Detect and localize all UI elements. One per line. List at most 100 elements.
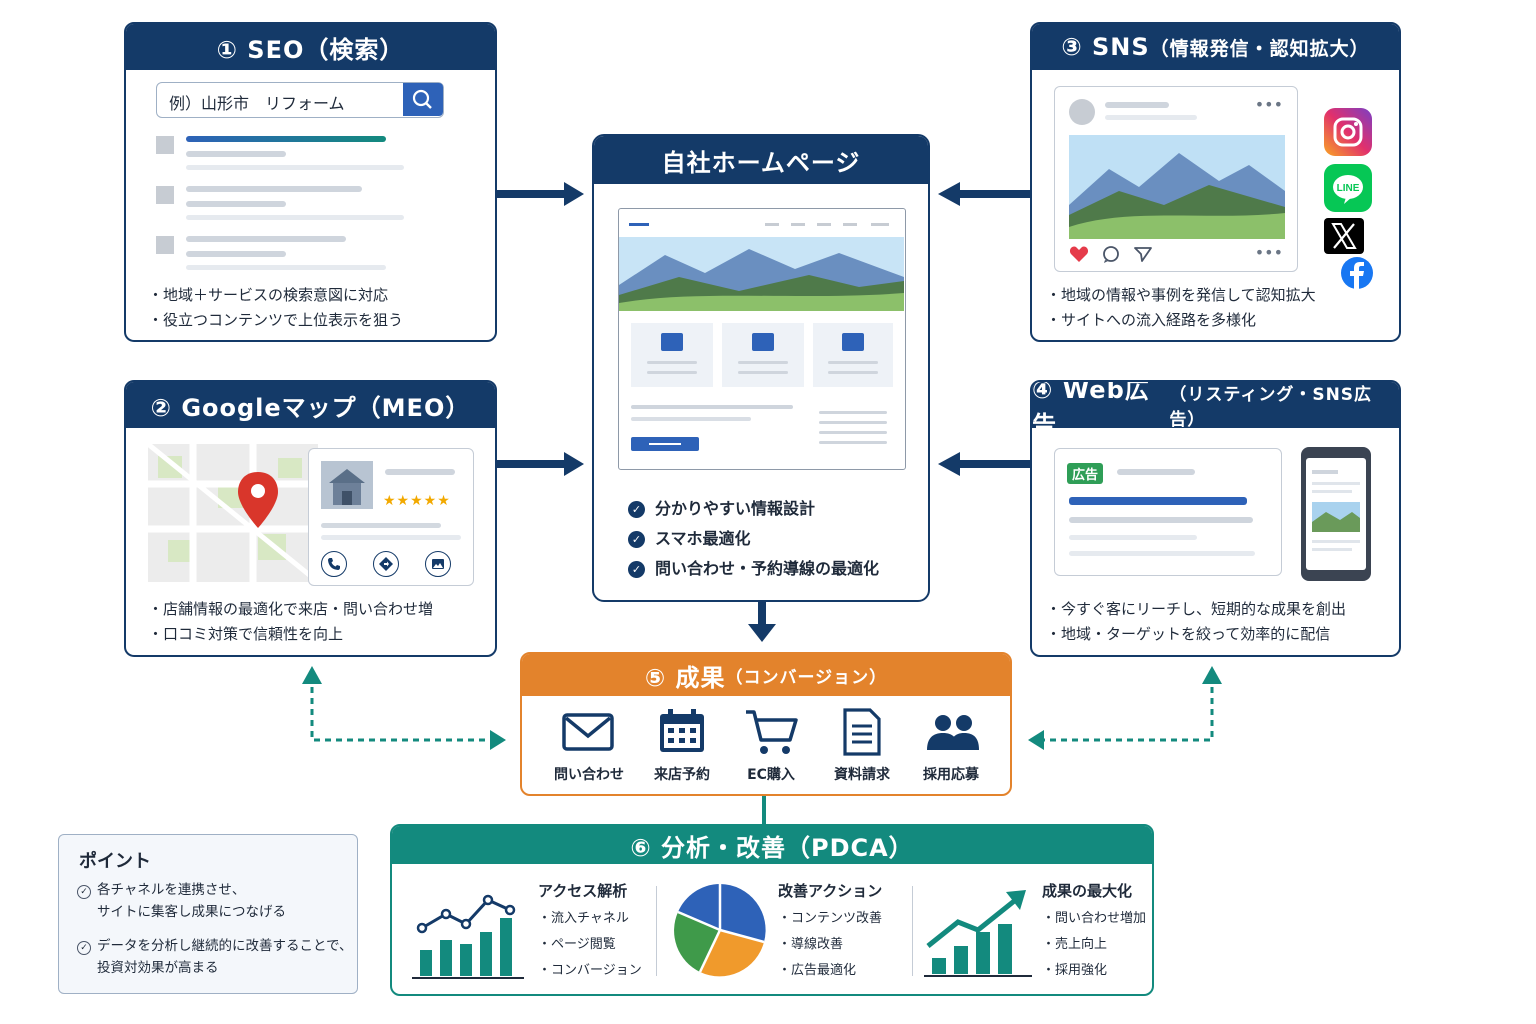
conversion-title-main: ⑤ 成果 — [644, 663, 726, 692]
check-icon: ✓ — [628, 501, 645, 518]
ads-title-main: ④ Web広告 — [1032, 380, 1150, 439]
feature-line — [828, 371, 878, 374]
feature-icon — [842, 333, 864, 351]
ads-title: ④ Web広告 （リスティング・SNS広告） — [1032, 382, 1399, 439]
instagram-icon[interactable] — [1324, 108, 1372, 156]
pdca-col-list: 問い合わせ増加 売上向上 採用強化 — [1042, 906, 1146, 984]
result-thumb — [156, 186, 174, 204]
homepage-check-item: ✓問い合わせ・予約導線の最適化 — [628, 554, 879, 584]
feature-icon — [752, 333, 774, 351]
site-nav-bar — [871, 223, 889, 226]
point-box: ポイント ✓各チャネルを連携させ、 サイトに集客し成果につなげる ✓データを分析… — [58, 834, 358, 994]
point-item: ✓データを分析し継続的に改善することで、 投資対効果が高まる — [77, 935, 353, 979]
more-icon[interactable]: ••• — [1254, 95, 1283, 114]
phone-icon — [328, 558, 340, 570]
result-line — [186, 201, 286, 207]
result-thumb — [156, 236, 174, 254]
meo-bullets: 店舗情報の最適化で来店・問い合わせ増 口コミ対策で信頼性を向上 — [148, 597, 433, 647]
post-name-bar — [1105, 102, 1169, 108]
search-icon — [412, 89, 432, 109]
meo-bullet: 口コミ対策で信頼性を向上 — [148, 622, 433, 647]
site-cta-button[interactable] — [631, 437, 699, 451]
pdca-item: 売上向上 — [1042, 932, 1146, 958]
seo-bullet: 役立つコンテンツで上位表示を狙う — [148, 308, 403, 333]
meo-title: ② Googleマップ（MEO） — [126, 382, 495, 428]
search-input[interactable]: 例）山形市 リフォーム — [169, 94, 345, 113]
site-text-line — [631, 405, 793, 409]
business-card: ★★★★★ — [308, 448, 474, 586]
share-icon[interactable] — [1133, 245, 1153, 263]
comment-icon[interactable] — [1101, 245, 1121, 263]
ads-bullets: 今すぐ客にリーチし、短期的な成果を創出 地域・ターゲットを絞って効率的に配信 — [1046, 597, 1346, 647]
ads-bullet: 今すぐ客にリーチし、短期的な成果を創出 — [1046, 597, 1346, 622]
pdca-col-list: 流入チャネル ページ閲覧 コンバージョン — [538, 906, 642, 984]
facebook-icon[interactable] — [1340, 256, 1374, 290]
result-line — [186, 151, 286, 157]
cart-icon — [746, 710, 798, 754]
image-icon — [432, 559, 444, 569]
calendar-icon — [660, 709, 704, 752]
site-feature-card — [722, 323, 804, 387]
pdca-item: 導線改善 — [778, 932, 882, 958]
more-icon[interactable]: ••• — [1254, 243, 1283, 262]
meo-panel: ② Googleマップ（MEO） ★★★★★ — [124, 380, 497, 657]
seo-panel: ① SEO（検索） 例）山形市 リフォーム 地域＋サービスの検索意図に対応 役立… — [124, 22, 497, 342]
meo-bullet: 店舗情報の最適化で来店・問い合わせ増 — [148, 597, 433, 622]
analytics-chart-icon — [412, 894, 524, 979]
site-feature-card — [631, 323, 713, 387]
directions-icon — [379, 557, 393, 571]
photos-button[interactable] — [425, 551, 451, 577]
sns-title-sub: （情報発信・認知拡大） — [1149, 37, 1370, 60]
conversion-label-document: 資料請求 — [834, 767, 890, 783]
conversion-label-ec: EC購入 — [747, 767, 795, 783]
ad-url-bar — [1117, 469, 1195, 475]
feature-line — [647, 371, 697, 374]
pdca-divider — [912, 886, 913, 976]
sns-title: ③ SNS （情報発信・認知拡大） — [1032, 24, 1399, 70]
conversion-label-inquiry: 問い合わせ — [554, 767, 624, 783]
store-icon — [321, 461, 373, 509]
svg-text:LINE: LINE — [1337, 183, 1360, 194]
ad-listing-card[interactable]: 広告 — [1054, 448, 1282, 576]
site-nav-bar — [817, 223, 831, 226]
site-hero-image — [619, 237, 904, 311]
website-mockup — [618, 208, 906, 470]
ads-panel: ④ Web広告 （リスティング・SNS広告） 広告 今すぐ客にリーチし、短期的な… — [1030, 380, 1401, 657]
sns-bullet: サイトへの流入経路を多様化 — [1046, 308, 1316, 333]
homepage-checklist: ✓分かりやすい情報設計 ✓スマホ最適化 ✓問い合わせ・予約導線の最適化 — [628, 494, 879, 584]
conversion-title: ⑤ 成果 （コンバージョン） — [522, 654, 1010, 696]
search-button[interactable] — [403, 83, 443, 116]
feature-line — [828, 361, 878, 364]
feature-line — [738, 361, 788, 364]
line-icon[interactable]: LINE — [1324, 164, 1372, 212]
conversion-title-sub: （コンバージョン） — [725, 667, 888, 688]
heart-icon[interactable] — [1069, 245, 1089, 263]
ads-title-sub: （リスティング・SNS広告） — [1169, 385, 1373, 430]
seo-bullet: 地域＋サービスの検索意図に対応 — [148, 283, 403, 308]
site-feature-card — [813, 323, 893, 387]
result-line — [186, 236, 346, 242]
point-title: ポイント — [79, 851, 151, 872]
search-box[interactable]: 例）山形市 リフォーム — [156, 82, 444, 118]
pdca-panel: ⑥ 分析・改善（PDCA） アクセス解析 流入チャネル ページ閲覧 コンバージョ… — [390, 824, 1154, 996]
smartphone-illustration — [1301, 447, 1371, 581]
rating-stars: ★★★★★ — [383, 493, 451, 509]
site-text-line — [819, 441, 887, 444]
check-circle-icon: ✓ — [77, 885, 91, 899]
business-line — [321, 535, 461, 540]
growth-chart-icon — [924, 890, 1032, 977]
site-text-line — [631, 417, 751, 421]
sns-bullet: 地域の情報や事例を発信して認知拡大 — [1046, 283, 1316, 308]
ad-line — [1069, 551, 1255, 556]
seo-title: ① SEO（検索） — [126, 24, 495, 70]
document-icon — [843, 708, 881, 756]
directions-button[interactable] — [373, 551, 399, 577]
call-button[interactable] — [321, 551, 347, 577]
homepage-check-item: ✓分かりやすい情報設計 — [628, 494, 879, 524]
mail-icon — [562, 713, 614, 751]
post-image — [1069, 135, 1285, 239]
x-icon[interactable] — [1324, 218, 1364, 254]
pdca-item: ページ閲覧 — [538, 932, 642, 958]
sns-title-main: ③ SNS — [1061, 33, 1150, 61]
